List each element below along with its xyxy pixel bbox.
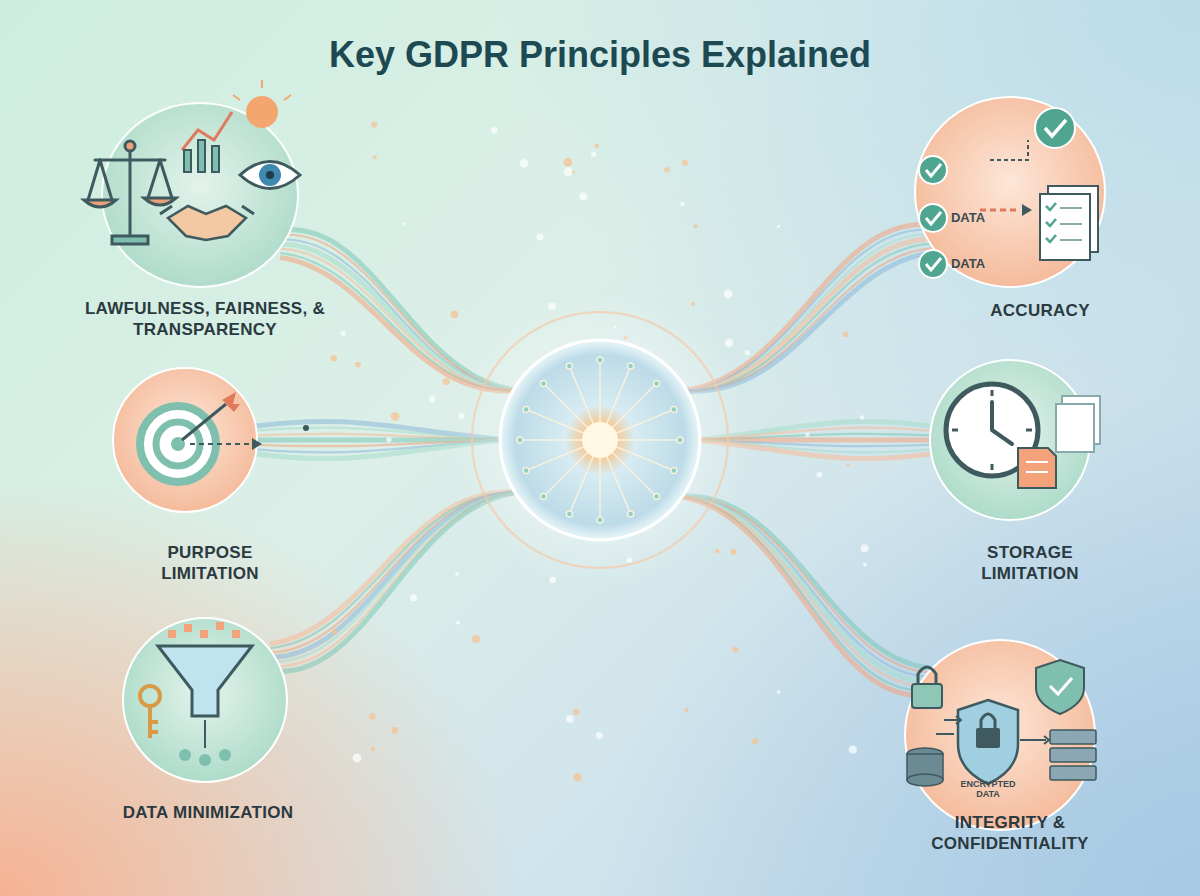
particle [849, 745, 857, 753]
principle-node: STORAGE LIMITATION [930, 360, 1115, 585]
particle [817, 472, 823, 478]
particle [860, 415, 864, 419]
particle [682, 160, 688, 166]
sphere-dot [523, 406, 529, 412]
particle [843, 331, 849, 337]
icon-text: DATA [938, 211, 998, 225]
particle [693, 224, 697, 228]
diagram-title: Key GDPR Principles Explained [0, 34, 1200, 76]
particle [455, 572, 459, 576]
principle-label: ACCURACY [940, 300, 1140, 321]
particle [805, 433, 809, 437]
principle-node: PURPOSE LIMITATION [113, 368, 295, 585]
particle [402, 222, 405, 225]
particle [752, 738, 758, 744]
principle-node: LAWFULNESS, FAIRNESS, & TRANSPARENCY [60, 97, 350, 341]
sphere-dot [540, 380, 546, 386]
particle [443, 378, 450, 385]
particle [691, 302, 695, 306]
sphere-dot [597, 517, 603, 523]
particle [573, 709, 580, 716]
principle-label: DATA MINIMIZATION [118, 802, 298, 823]
sphere-dot [597, 357, 603, 363]
particle [730, 549, 736, 555]
particle [596, 732, 603, 739]
icon-text: DATA [938, 257, 998, 271]
particle [331, 355, 338, 362]
particle [429, 396, 435, 402]
particle [861, 544, 869, 552]
sphere-dot [628, 363, 634, 369]
particle [391, 727, 398, 734]
principle-node: INTEGRITY & CONFIDENTIALITY [895, 640, 1125, 855]
sphere-dot [517, 437, 523, 443]
sphere-dot [671, 406, 677, 412]
sphere-dot [566, 363, 572, 369]
particle [566, 715, 573, 722]
particle [777, 690, 781, 694]
particle [472, 635, 480, 643]
particle [386, 437, 391, 442]
particle [680, 202, 684, 206]
sphere-dot [654, 494, 660, 500]
sphere-dot [523, 468, 529, 474]
principle-label: STORAGE LIMITATION [945, 542, 1115, 585]
particle [732, 647, 738, 653]
principle-node: DATA MINIMIZATION [118, 618, 298, 823]
particle [520, 159, 528, 167]
particle [369, 713, 376, 720]
particle [564, 167, 573, 176]
particle [591, 152, 596, 157]
principle-label: LAWFULNESS, FAIRNESS, & TRANSPARENCY [60, 298, 350, 341]
particle [863, 563, 867, 567]
particle [353, 754, 362, 763]
particle [491, 127, 498, 134]
particle [745, 350, 750, 355]
particle [594, 144, 599, 149]
sphere-dot [671, 468, 677, 474]
particle [373, 155, 377, 159]
principle-label: INTEGRITY & CONFIDENTIALITY [895, 812, 1125, 855]
particle [725, 339, 734, 348]
particle [391, 412, 400, 421]
particle [450, 310, 458, 318]
sphere-dot [566, 511, 572, 517]
particle [371, 747, 375, 751]
particle [777, 225, 780, 228]
principle-node: ACCURACY [915, 97, 1140, 321]
sphere-dot [677, 437, 683, 443]
particle [340, 331, 345, 336]
sphere-dot [540, 494, 546, 500]
icon-text: ENCRYPTED DATA [952, 780, 1024, 800]
sphere-dot [654, 380, 660, 386]
principle-label: PURPOSE LIMITATION [125, 542, 295, 585]
particle [537, 233, 544, 240]
particle [664, 167, 669, 172]
particle [332, 629, 338, 635]
particle [371, 121, 377, 127]
particle [812, 291, 815, 294]
particle [563, 158, 572, 167]
particle [410, 594, 417, 601]
particle [847, 463, 850, 466]
particle [724, 290, 733, 299]
particle [684, 708, 688, 712]
particle [355, 362, 361, 368]
sphere-dot [628, 511, 634, 517]
particle [715, 549, 720, 554]
particle [579, 192, 587, 200]
particle [573, 773, 581, 781]
particle [456, 621, 460, 625]
